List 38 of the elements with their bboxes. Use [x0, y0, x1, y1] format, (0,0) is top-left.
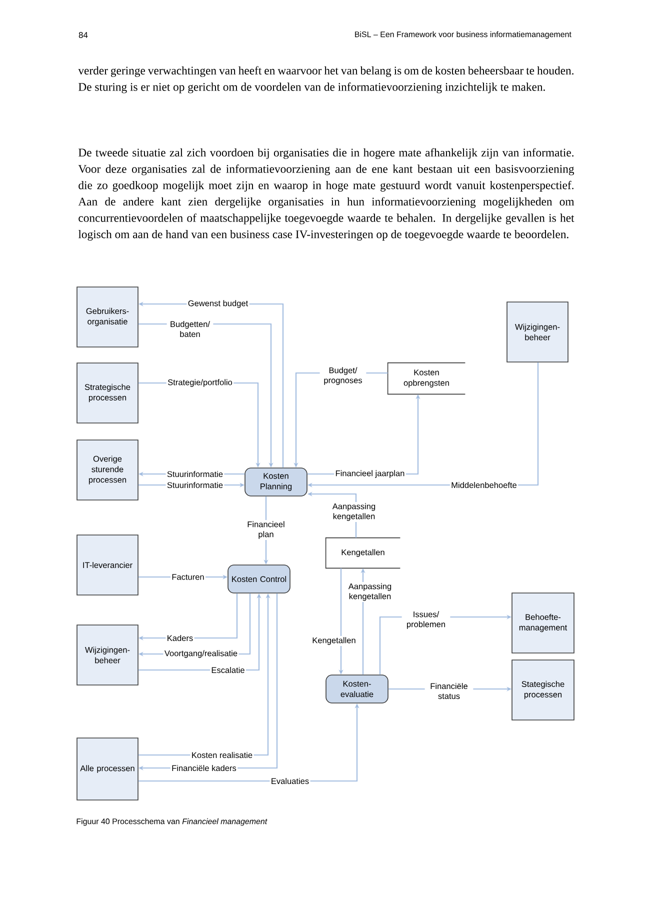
process-box: IT-leverancier	[76, 534, 138, 596]
data-store: Kengetallen	[325, 537, 401, 569]
activity-box: Kosten Planning	[244, 468, 308, 496]
body-paragraph: verder geringe verwachtingen van heeft en waarvoor het van belang is om de kosten beheersbaar te houden. De sturing is er niet op gericht om de voordelen van de informatievoorziening inzichtelijk te maken.	[78, 66, 574, 94]
edge-label: Kaders	[166, 634, 194, 642]
process-box: Strategische processen	[76, 362, 138, 424]
edge-label: Strategie/portfolio	[166, 378, 234, 388]
edge-label: Escalatie	[210, 666, 246, 674]
edge-label: Financieel jaarplan	[334, 468, 406, 480]
body-paragraph: De tweede situatie zal zich voordoen bij organisaties die in hogere mate afhankelijk zijn van informatie. Voor deze organisaties zal de informatievoorziening aan de ene kant bestaan uit een basisvoorziening die zo goedkoop mogelijk moet zijn en waarop in hoge mate gestuurd wordt vanuit kostenperspectief. Aan de andere kant zien dergelijke organisaties in hun informatievoorziening mogelijkheden om concurrentievoordelen of maatschappelijke toegevoegde waarde te behalen. In dergelijke gevallen is het logisch om aan de hand van een business case IV-investeringen op de toegevoegde waarde te beoordelen.	[78, 148, 574, 241]
process-box: Wijzigingen-beheer	[506, 302, 568, 362]
edge-label: Kengetallen	[310, 636, 358, 646]
edge-label: Aanpassing kengetallen	[326, 502, 382, 522]
process-box: Behoefte-management	[512, 592, 574, 654]
edge-label: Gewenst budget	[186, 298, 250, 310]
edge-label: Stuurinformatie	[166, 480, 224, 490]
edge-label: Stuurinformatie	[166, 470, 224, 478]
process-box: Gebruikers-organisatie	[76, 286, 138, 348]
edge-label: Middelenbehoefte	[450, 480, 518, 490]
process-box: Overige sturende processen	[76, 440, 138, 500]
process-box: Wijzigingen-beheer	[76, 624, 138, 686]
edge-label: Financieel plan	[242, 520, 290, 540]
data-store: Kosten opbrengsten	[387, 362, 466, 395]
process-box: Alle processen	[76, 738, 138, 800]
edge-label: Voortgang/realisatie	[163, 648, 239, 660]
activity-box: Kosten Control	[228, 564, 290, 594]
process-box: Stategische processen	[512, 660, 574, 720]
edge-label: Evaluaties	[270, 776, 310, 786]
page-number: 84	[78, 32, 88, 38]
activity-box: Kosten-evaluatie	[326, 674, 388, 704]
edge-label: Aanpassing kengetallen	[342, 582, 398, 602]
edge-label: Financiële kaders	[170, 764, 238, 772]
edge-label: Issues/ problemen	[402, 610, 450, 630]
edge-label: Facturen	[170, 572, 206, 582]
edge-label: Budget/ prognoses	[320, 366, 366, 386]
edge-label: Kosten realisatie	[190, 750, 254, 760]
edge-label: Budgetten/ baten	[166, 320, 214, 338]
edge-label: Financiële status	[424, 682, 474, 700]
